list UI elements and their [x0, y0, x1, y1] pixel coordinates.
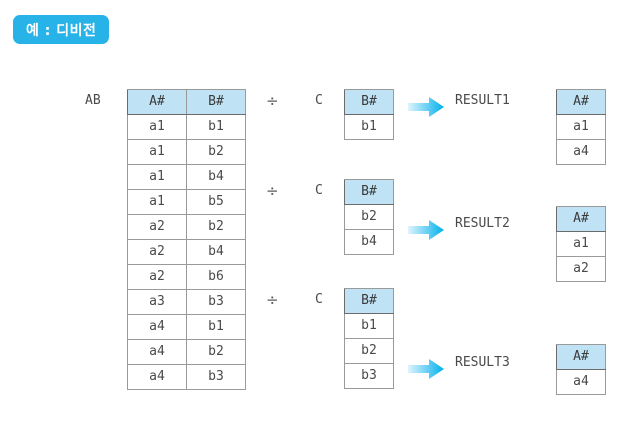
cell: a2: [127, 264, 187, 290]
cell: b3: [344, 363, 394, 389]
cell: a3: [127, 289, 187, 315]
cell: a2: [127, 214, 187, 240]
division-operator-icon: ÷: [266, 291, 279, 309]
table-header-row: A#: [556, 89, 606, 115]
table-row: a1: [556, 114, 606, 140]
cell: b2: [186, 339, 246, 365]
column-header-a: A#: [127, 89, 187, 115]
cell: b5: [186, 189, 246, 215]
column-header-b: B#: [344, 89, 394, 115]
table-row: b2: [344, 338, 394, 364]
table-row: b2: [344, 204, 394, 230]
column-header-b: B#: [344, 179, 394, 205]
cell: a2: [556, 256, 606, 282]
cell: a1: [127, 114, 187, 140]
cell: b1: [186, 314, 246, 340]
cell: a2: [127, 239, 187, 265]
cell: b2: [186, 139, 246, 165]
table-row: b4: [344, 229, 394, 255]
result-label-1: RESULT1: [455, 93, 510, 108]
table-row: b1: [344, 114, 394, 140]
cell: a1: [127, 189, 187, 215]
cell: a4: [127, 314, 187, 340]
table-result-1: A# a1 a4: [556, 89, 606, 165]
division-operator-icon: ÷: [266, 182, 279, 200]
table-header-row: A#: [556, 344, 606, 370]
result-label-3: RESULT3: [455, 355, 510, 370]
cell: b4: [344, 229, 394, 255]
right-arrow-icon: [408, 220, 444, 240]
table-row: a4: [556, 369, 606, 395]
cell: a1: [556, 231, 606, 257]
cell: b1: [344, 114, 394, 140]
cell: a1: [127, 164, 187, 190]
cell: b2: [186, 214, 246, 240]
table-divisor-1: B# b1: [344, 89, 394, 140]
table-row: a1 b1: [127, 114, 246, 140]
cell: b3: [186, 289, 246, 315]
table-header-row: B#: [344, 288, 394, 314]
table-row: a2: [556, 256, 606, 282]
page-title-badge: 예 : 디비전: [13, 15, 110, 44]
table-row: a3 b3: [127, 289, 246, 315]
relation-label-ab: AB: [85, 93, 101, 108]
table-divisor-2: B# b2 b4: [344, 179, 394, 255]
column-header-a: A#: [556, 206, 606, 232]
table-row: a1 b4: [127, 164, 246, 190]
cell: b1: [344, 313, 394, 339]
table-header-row: B#: [344, 179, 394, 205]
right-arrow-icon: [408, 359, 444, 379]
column-header-b: B#: [344, 288, 394, 314]
table-row: a2 b4: [127, 239, 246, 265]
cell: a1: [127, 139, 187, 165]
cell: a4: [556, 139, 606, 165]
cell: a4: [556, 369, 606, 395]
relation-label-c-1: C: [315, 93, 323, 108]
table-row: a2 b6: [127, 264, 246, 290]
table-ab: A# B# a1 b1 a1 b2 a1 b4 a1 b5 a2 b2 a2 b…: [127, 89, 246, 390]
table-row: b3: [344, 363, 394, 389]
right-arrow-icon: [408, 97, 444, 117]
column-header-a: A#: [556, 344, 606, 370]
cell: b4: [186, 239, 246, 265]
table-row: a4 b1: [127, 314, 246, 340]
result-label-2: RESULT2: [455, 216, 510, 231]
cell: b6: [186, 264, 246, 290]
table-row: b1: [344, 313, 394, 339]
table-row: a1 b5: [127, 189, 246, 215]
cell: b4: [186, 164, 246, 190]
table-row: a2 b2: [127, 214, 246, 240]
cell: a4: [127, 364, 187, 390]
cell: b2: [344, 338, 394, 364]
table-row: a4 b3: [127, 364, 246, 390]
table-row: a4 b2: [127, 339, 246, 365]
table-result-2: A# a1 a2: [556, 206, 606, 282]
table-row: a1: [556, 231, 606, 257]
table-header-row: B#: [344, 89, 394, 115]
table-row: a4: [556, 139, 606, 165]
table-row: a1 b2: [127, 139, 246, 165]
cell: b2: [344, 204, 394, 230]
cell: a1: [556, 114, 606, 140]
division-operator-icon: ÷: [266, 92, 279, 110]
table-header-row: A# B#: [127, 89, 246, 115]
table-result-3: A# a4: [556, 344, 606, 395]
cell: b3: [186, 364, 246, 390]
table-header-row: A#: [556, 206, 606, 232]
relation-label-c-2: C: [315, 183, 323, 198]
table-divisor-3: B# b1 b2 b3: [344, 288, 394, 389]
column-header-b: B#: [186, 89, 246, 115]
cell: b1: [186, 114, 246, 140]
cell: a4: [127, 339, 187, 365]
column-header-a: A#: [556, 89, 606, 115]
relation-label-c-3: C: [315, 292, 323, 307]
